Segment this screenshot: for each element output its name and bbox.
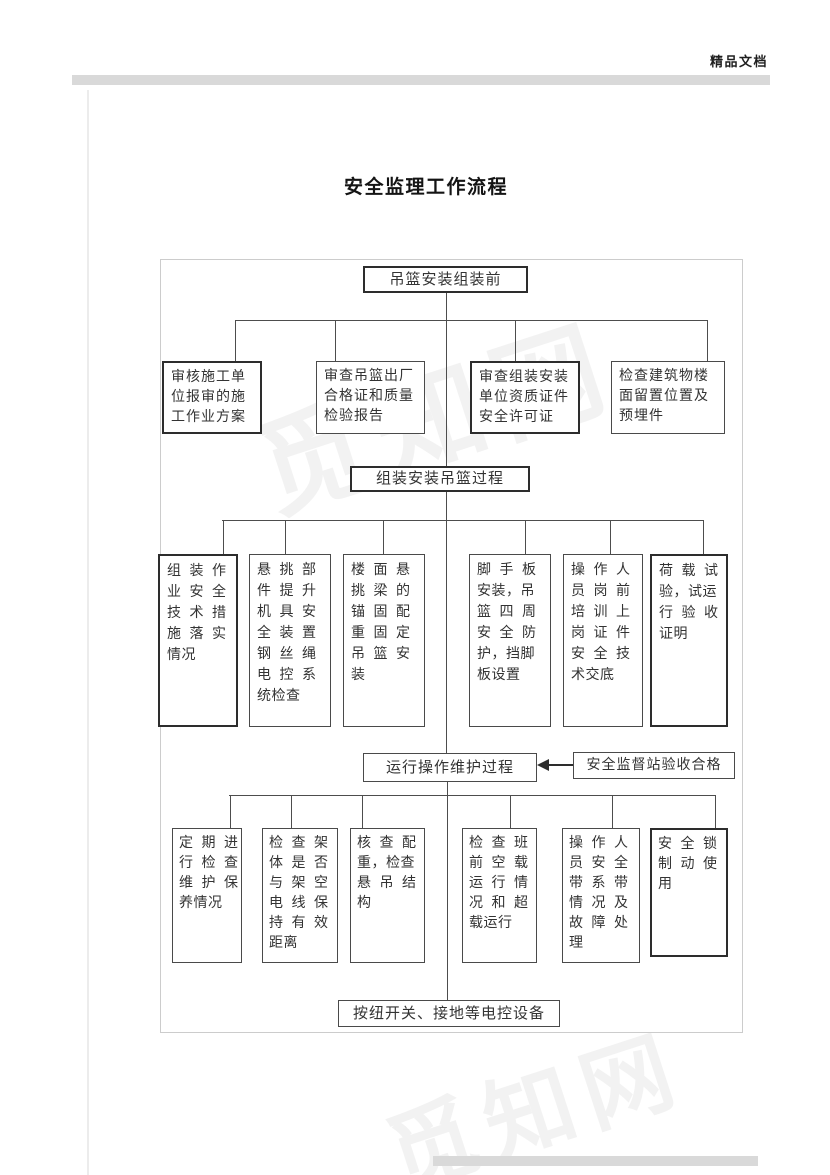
connector-line (610, 520, 611, 554)
stage1-box-3: 审查组装安装 单位资质证件 安全许可证 (470, 361, 580, 434)
stage3-box-3: 核 查 配 重，检查 悬 吊 结 构 (350, 828, 425, 963)
connector-line (707, 320, 708, 361)
connector-line (703, 520, 704, 554)
connector-line (510, 795, 511, 828)
stage1-box-4: 检查建筑物楼 面留置位置及 预埋件 (611, 361, 725, 434)
connector-line (229, 795, 716, 796)
stage2-header-box: 组装安装吊篮过程 (350, 466, 530, 492)
page-title: 安全监理工作流程 (344, 177, 509, 198)
connector-line (222, 520, 704, 521)
stage3-box-2: 检 查 架 体 是 否 与 架 空 电 线 保 持 有 效 距离 (262, 828, 338, 963)
arrow-left-icon (537, 759, 549, 771)
stage1-box-2: 审查吊篮出厂 合格证和质量 检验报告 (316, 361, 425, 434)
connector-line (335, 320, 336, 361)
connector-line (446, 293, 447, 466)
stage3-box-6: 安 全 锁 制 动 使 用 (650, 828, 728, 957)
connector-line (525, 520, 526, 554)
acceptance-box: 安全监督站验收合格 (573, 752, 735, 779)
stage3-box-5: 操 作 人 员 安 全 带 系 带 情 况 及 故 障 处 理 (562, 828, 640, 963)
connector-line (223, 520, 224, 554)
connector-line (715, 795, 716, 828)
stage2-box-6: 荷 载 试 验，试运 行 验 收 证明 (650, 554, 728, 727)
connector-line (235, 320, 708, 321)
connector-line (383, 520, 384, 554)
stage2-box-5: 操 作 人 员 岗 前 培 训 上 岗 证 件 安 全 技 术交底 (563, 554, 643, 727)
stage3-box-1: 定 期 进 行 检 查 维 护 保 养情况 (172, 828, 242, 963)
connector-line (230, 795, 231, 828)
connector-line (235, 320, 236, 361)
top-divider-bar (72, 75, 770, 85)
connector-line (515, 320, 516, 361)
connector-line (362, 795, 363, 828)
arrow-line (549, 764, 573, 766)
stage2-box-2: 悬 挑 部 件 提 升 机 具 安 全 装 置 钢 丝 绳 电 控 系 统检查 (249, 554, 331, 727)
connector-line (612, 795, 613, 828)
stage3-box-4: 检 查 班 前 空 载 运 行 情 况 和 超 载运行 (462, 828, 537, 963)
stage3-header-box: 运行操作维护过程 (363, 753, 537, 782)
stage2-box-4: 脚 手 板 安装，吊 篮 四 周 安 全 防 护，挡脚 板设置 (469, 554, 551, 727)
page-margin-line (87, 90, 89, 1175)
bottom-divider-bar (433, 1156, 758, 1166)
stage2-box-3: 楼 面 悬 挑 梁 的 锚 固 配 重 固 定 吊 篮 安 装 (343, 554, 425, 727)
stage4-footer-box: 按纽开关、接地等电控设备 (338, 1000, 560, 1027)
doc-tag: 精品文档 (710, 54, 769, 69)
stage2-box-1: 组 装 作 业 安 全 技 术 措 施 落 实 情况 (158, 554, 238, 727)
connector-line (447, 782, 448, 1000)
connector-line (446, 492, 447, 753)
connector-line (285, 520, 286, 554)
stage1-box-1: 审核施工单 位报审的施 工作业方案 (162, 361, 262, 434)
connector-line (291, 795, 292, 828)
stage1-header-box: 吊篮安装组装前 (363, 266, 528, 293)
